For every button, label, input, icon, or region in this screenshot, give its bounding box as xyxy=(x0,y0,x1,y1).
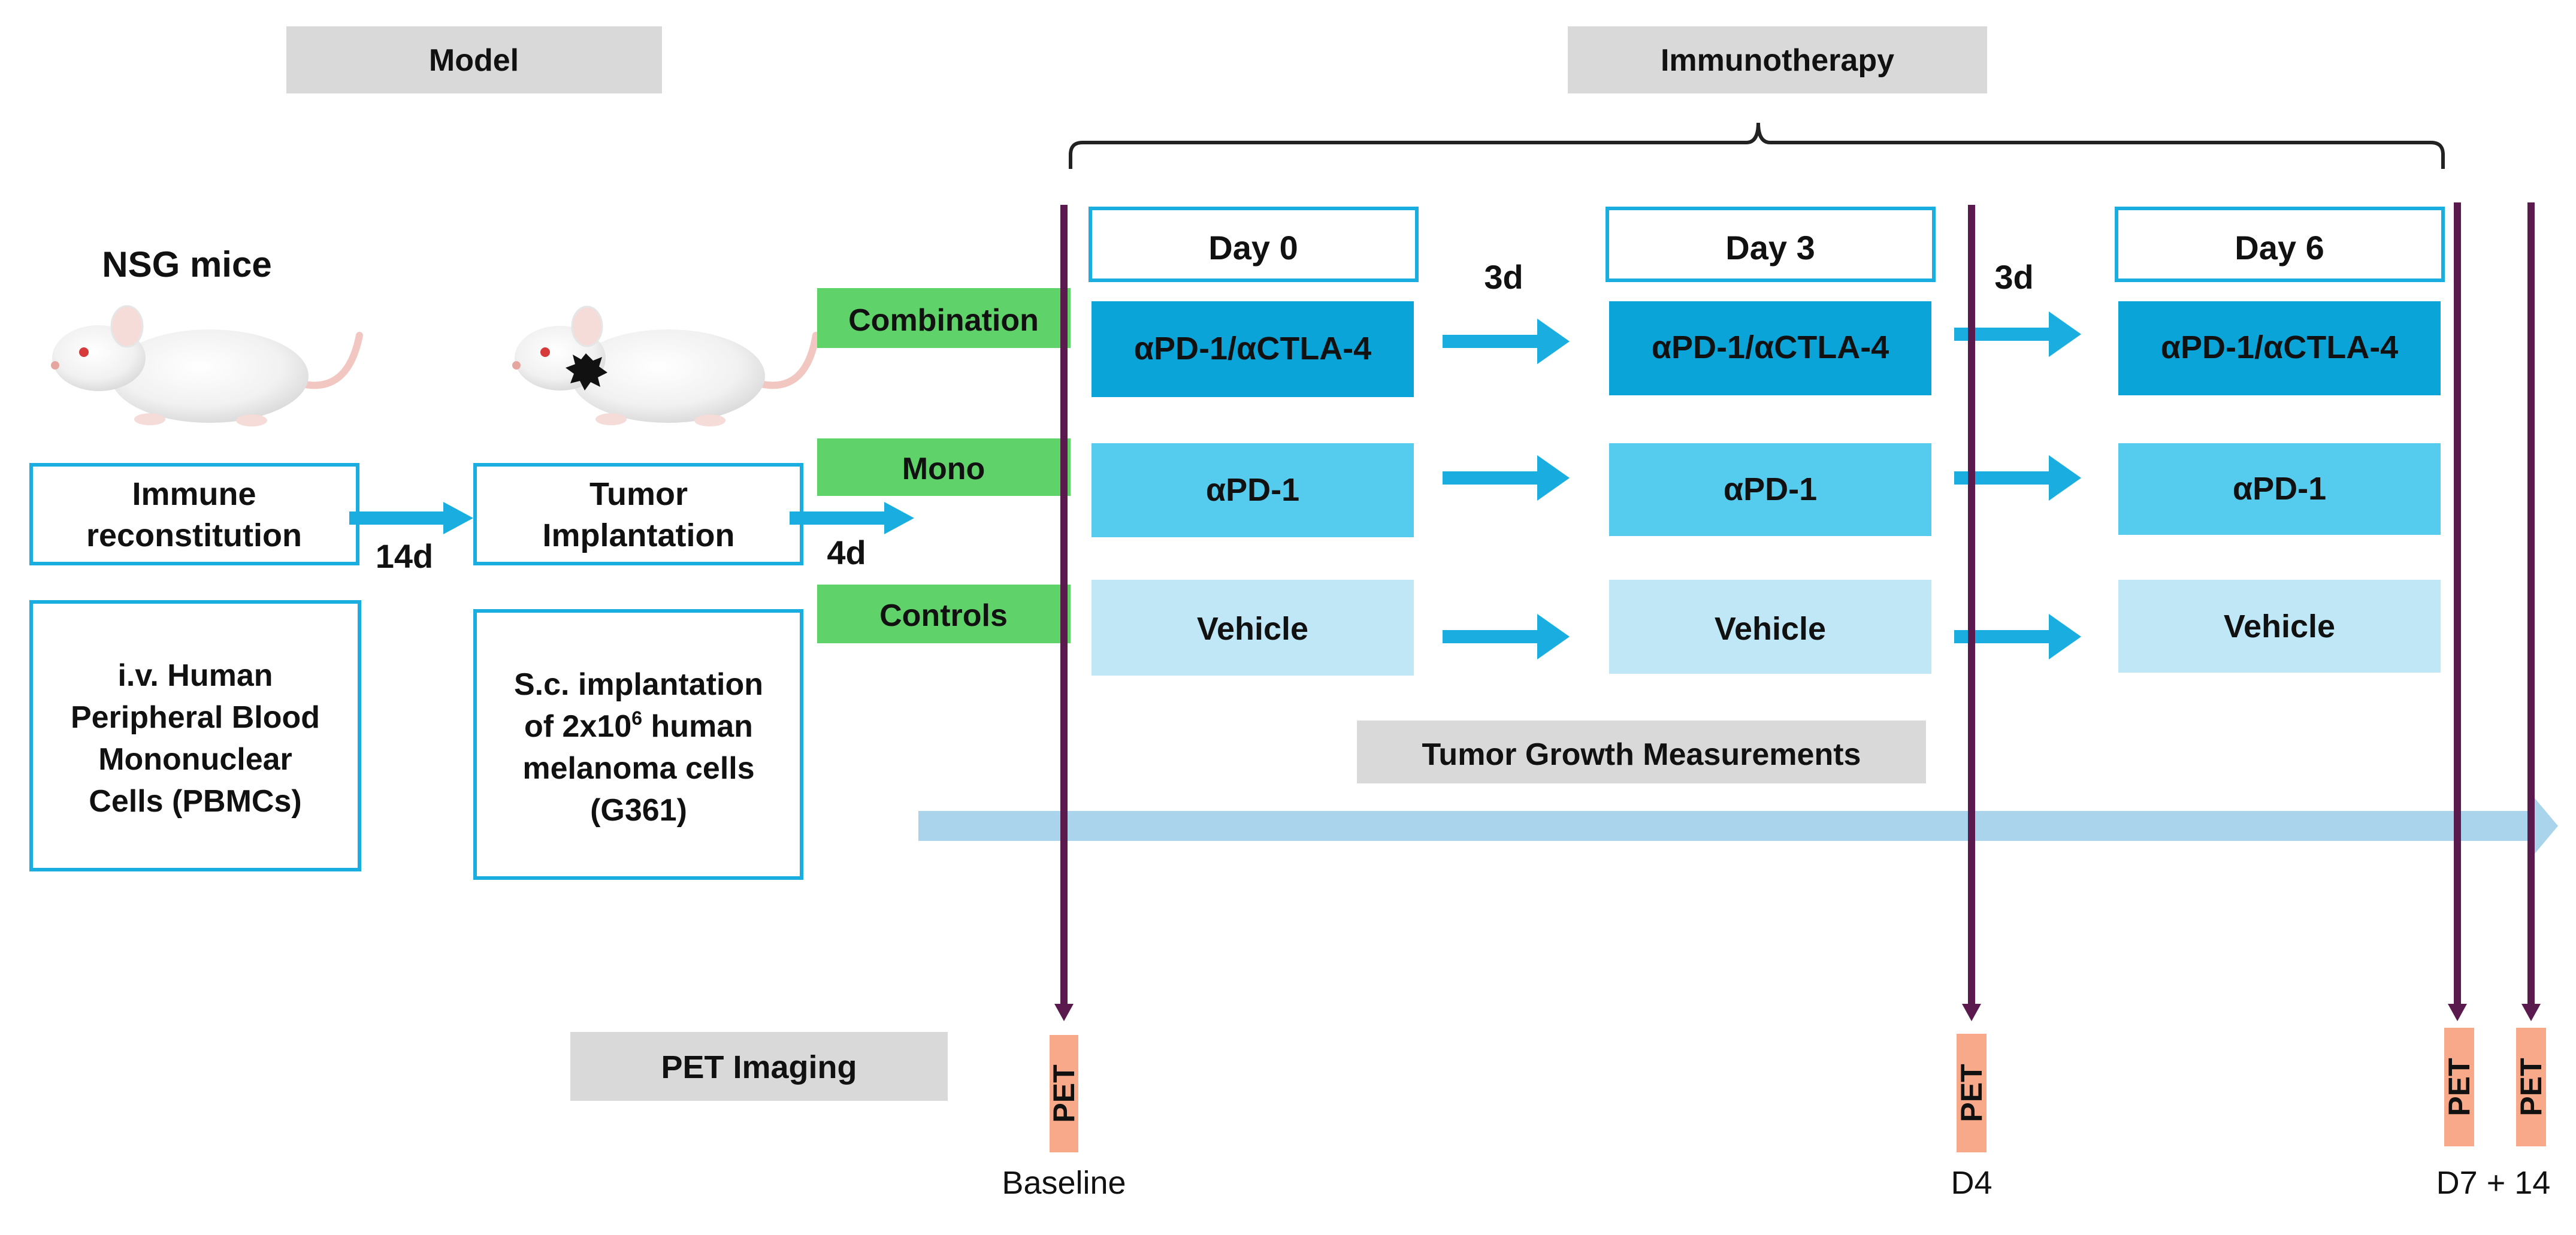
implant-desc-line4: (G361) xyxy=(590,793,687,828)
immune-reconstitution-box xyxy=(29,463,359,565)
model-header: Model xyxy=(429,43,519,78)
interval-14d: 14d xyxy=(376,537,434,575)
interval-3d-first: 3d xyxy=(1484,258,1523,296)
tumor-icon xyxy=(566,353,607,391)
pbmc-desc-line4: Cells (PBMCs) xyxy=(89,784,301,819)
combination-day3-text: αPD-1/αCTLA-4 xyxy=(1652,329,1889,365)
pbmc-desc-line2: Peripheral Blood xyxy=(71,700,320,735)
pet-imaging-box xyxy=(570,1032,948,1101)
arrow-14d-head xyxy=(443,502,473,534)
group-mono-box xyxy=(817,438,1071,496)
pet-timepoint-baseline: Baseline xyxy=(1002,1165,1126,1201)
timeline-arrow-head xyxy=(2533,796,2558,856)
mice-label: NSG mice xyxy=(102,244,271,284)
day-0-box xyxy=(1089,207,1419,282)
mono-day3-text: αPD-1 xyxy=(1724,471,1817,507)
day-0-label: Day 0 xyxy=(1208,229,1298,267)
group-combination-box xyxy=(817,288,1071,348)
mono-day3-cell xyxy=(1609,443,1931,536)
pet-badge-baseline-text: PET xyxy=(1047,1064,1081,1122)
day-6-box xyxy=(2115,207,2445,282)
immune-reconstitution-line2: reconstitution xyxy=(86,517,302,553)
implant-desc-line3: melanoma cells xyxy=(522,751,754,786)
mono-day6-cell xyxy=(2118,443,2441,535)
combination-day3-cell xyxy=(1609,301,1931,395)
immune-reconstitution-line1: Immune xyxy=(132,476,256,512)
immunotherapy-header: Immunotherapy xyxy=(1661,43,1894,78)
model-header-box xyxy=(286,26,662,93)
pet-badge-baseline: PET xyxy=(1047,1035,1081,1152)
mono-day6-text: αPD-1 xyxy=(2233,471,2326,507)
controls-day0-cell xyxy=(1092,580,1414,676)
controls-day3-text: Vehicle xyxy=(1715,611,1826,647)
tumor-growth-box xyxy=(1357,721,1926,783)
implant-desc-line1: S.c. implantation xyxy=(514,667,763,702)
tumor-implantation-line1: Tumor xyxy=(589,476,688,512)
pet-badge-d7: PET xyxy=(2442,1028,2476,1146)
day-6-label: Day 6 xyxy=(2235,229,2324,267)
day-3-label: Day 3 xyxy=(1725,229,1815,267)
interval-3d-second: 3d xyxy=(1994,258,2033,296)
group-controls-box xyxy=(817,585,1071,643)
pbmc-description-box xyxy=(29,600,361,871)
implant-desc-exponent: 6 xyxy=(631,707,642,729)
combination-day0-cell xyxy=(1092,301,1414,397)
implant-desc-line2-post: human xyxy=(642,709,753,744)
pet-line-arrowheads xyxy=(1054,1004,2541,1021)
controls-day3-cell xyxy=(1609,580,1931,674)
combination-day0-text: αPD-1/αCTLA-4 xyxy=(1134,331,1371,367)
implant-desc-line2-pre: of 2x10 xyxy=(524,709,631,744)
combination-day6-cell xyxy=(2118,301,2441,395)
immunotherapy-header-box xyxy=(1568,26,1987,93)
dosing-arrows xyxy=(1443,311,2081,659)
pet-imaging-label: PET Imaging xyxy=(661,1049,857,1085)
arrow-4d-head xyxy=(884,502,914,534)
tumor-mouse-icon xyxy=(512,305,820,426)
mono-day0-cell xyxy=(1092,443,1414,537)
tumor-implantation-line2: Implantation xyxy=(543,517,735,553)
controls-day0-text: Vehicle xyxy=(1197,611,1308,647)
mono-day0-text: αPD-1 xyxy=(1206,472,1299,508)
pbmc-desc-line1: i.v. Human xyxy=(117,658,273,693)
pet-badge-d14-text: PET xyxy=(2514,1058,2548,1116)
timeline-arrow-shaft xyxy=(918,811,2536,841)
controls-day6-text: Vehicle xyxy=(2224,609,2335,644)
implantation-description-box xyxy=(473,609,803,880)
pet-badge-d14: PET xyxy=(2514,1028,2548,1146)
combination-day6-text: αPD-1/αCTLA-4 xyxy=(2161,329,2398,365)
pet-timepoint-d4: D4 xyxy=(1951,1165,1992,1201)
mouse-icon xyxy=(51,305,363,426)
tumor-growth-label: Tumor Growth Measurements xyxy=(1422,737,1861,772)
group-mono-label: Mono xyxy=(902,452,985,486)
pet-badge-d7-text: PET xyxy=(2442,1058,2476,1116)
immunotherapy-bracket xyxy=(1069,122,2445,169)
implant-desc-line2: of 2x106 human xyxy=(524,707,753,744)
pet-timepoint-d7-14: D7 + 14 xyxy=(2436,1165,2551,1201)
pet-badge-d4-text: PET xyxy=(1955,1064,1988,1122)
group-combination-label: Combination xyxy=(848,303,1039,338)
pbmc-desc-line3: Mononuclear xyxy=(98,742,292,777)
controls-day6-cell xyxy=(2118,580,2441,673)
day-3-box xyxy=(1606,207,1936,282)
pet-badge-d4: PET xyxy=(1955,1034,1988,1152)
interval-4d: 4d xyxy=(827,534,866,571)
pet-timeline-lines xyxy=(1060,202,2535,1006)
group-controls-label: Controls xyxy=(879,598,1008,633)
